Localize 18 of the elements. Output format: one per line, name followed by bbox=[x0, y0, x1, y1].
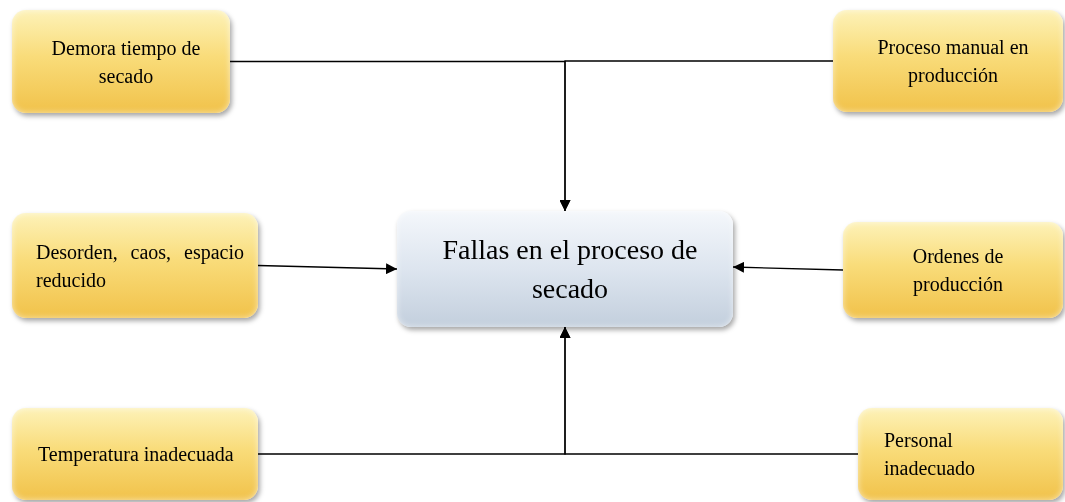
arrow bbox=[559, 326, 859, 455]
node-text: Proceso manual en producción bbox=[876, 35, 1030, 89]
arrow bbox=[559, 60, 834, 212]
cause-box bbox=[858, 408, 1063, 500]
cause-box bbox=[12, 10, 230, 113]
arrow bbox=[257, 263, 398, 275]
node-text: Desorden, caos, espacio reducido bbox=[36, 239, 244, 293]
node-text: Personal inadecuado bbox=[884, 428, 977, 481]
node-text: Temperatura inadecuada bbox=[38, 442, 235, 468]
cause-box bbox=[12, 213, 258, 318]
arrow bbox=[732, 261, 844, 273]
cause-box bbox=[12, 408, 258, 500]
node-text: Fallas en el proceso de secado bbox=[441, 232, 699, 306]
node-text: Ordenes de producción bbox=[911, 244, 1005, 298]
cause-box bbox=[843, 222, 1063, 318]
cause-box bbox=[833, 10, 1063, 112]
problem-box bbox=[397, 211, 733, 327]
node-text: Demora tiempo de secado bbox=[50, 35, 202, 89]
